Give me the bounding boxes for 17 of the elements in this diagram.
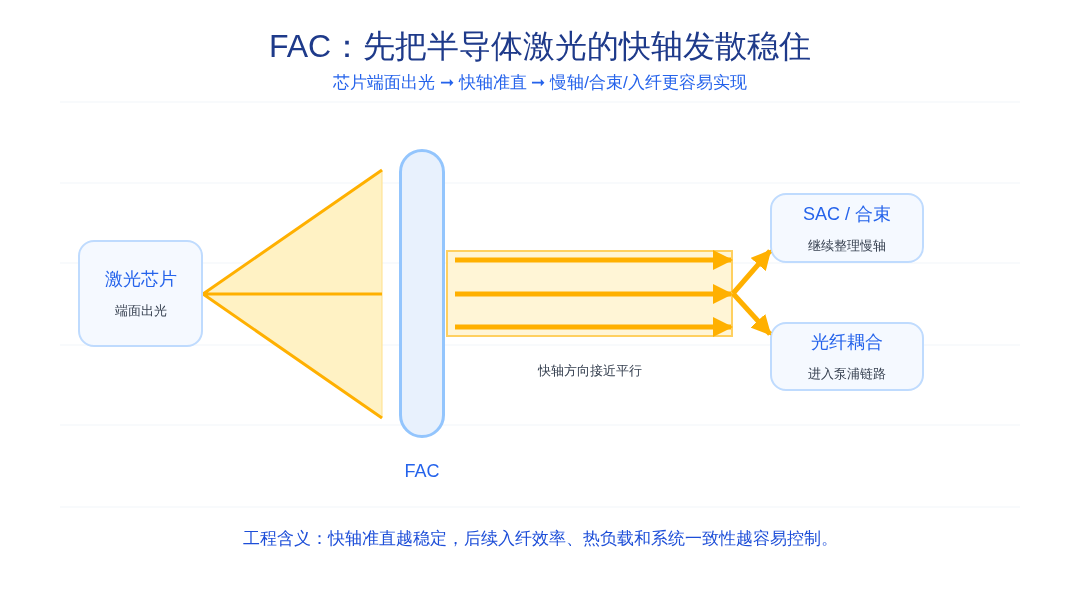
arrow <box>731 291 772 336</box>
lens-label: FAC <box>403 460 441 483</box>
caption: 工程含义：快轴准直越稳定，后续入纤效率、热负载和系统一致性越容易控制。 <box>242 528 838 550</box>
node-title: 激光芯片 <box>104 268 177 292</box>
title: FAC：先把半导体激光的快轴发散稳住 <box>268 27 812 66</box>
process-box <box>78 240 203 347</box>
subtitle: 芯片端面出光 ➞ 快轴准直 ➞ 慢轴/合束/入纤更容易实现 <box>333 72 747 94</box>
node-title: 光纤耦合 <box>811 331 883 355</box>
node-subtitle: 继续整理慢轴 <box>808 236 886 255</box>
node-subtitle: 端面出光 <box>114 302 167 321</box>
arrow <box>731 249 772 296</box>
fac-lens <box>399 149 445 438</box>
process-box <box>770 322 924 391</box>
node-subtitle: 进入泵浦链路 <box>808 365 886 384</box>
beam-label: 快轴方向接近平行 <box>537 362 643 380</box>
process-box <box>770 193 924 263</box>
node-title: SAC / 合束 <box>803 202 891 226</box>
